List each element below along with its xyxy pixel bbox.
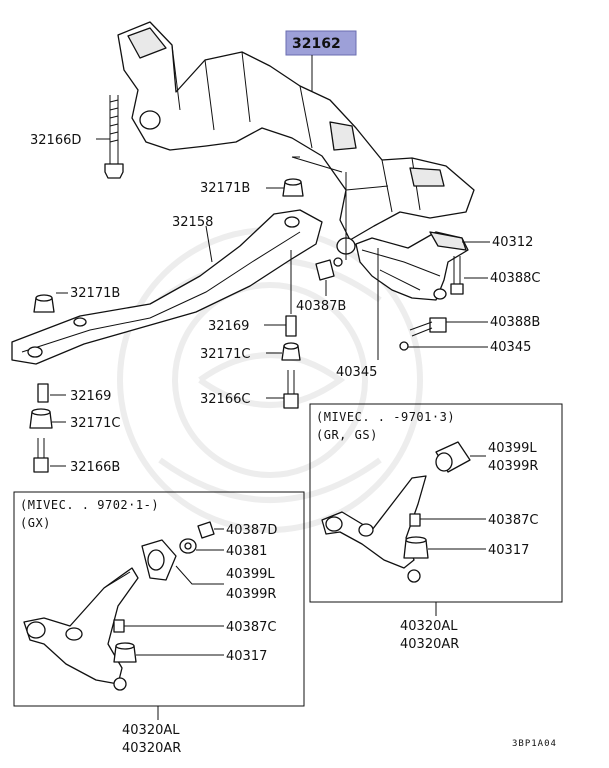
bushing-32171b-left[interactable] <box>33 294 55 313</box>
label-40381-left[interactable]: 40381 <box>226 544 267 559</box>
stopper-40317-right[interactable] <box>403 536 429 559</box>
bushing-32171c-center[interactable] <box>281 342 301 361</box>
collar-32169-center[interactable] <box>285 315 297 337</box>
collar-32169-left[interactable] <box>37 383 49 403</box>
label-40387d-left[interactable]: 40387D <box>226 523 277 538</box>
bushing-40399-left[interactable] <box>141 539 177 581</box>
label-40312[interactable]: 40312 <box>492 235 533 250</box>
ball-joint-left[interactable] <box>113 677 127 691</box>
diagram-code: 3BP1A04 <box>512 739 557 749</box>
label-40388c[interactable]: 40388C <box>490 271 540 286</box>
bolt-40388c[interactable] <box>450 256 464 295</box>
label-40399r-left[interactable]: 40399R <box>226 587 276 602</box>
label-40320ar-left[interactable]: 40320AR <box>122 741 181 756</box>
label-40317-left[interactable]: 40317 <box>226 649 267 664</box>
lower-arm-right[interactable] <box>321 475 427 569</box>
label-32171b-left[interactable]: 32171B <box>70 286 120 301</box>
label-40387c-right[interactable]: 40387C <box>488 513 538 528</box>
label-32169-center[interactable]: 32169 <box>208 319 249 334</box>
bolt-40388b[interactable] <box>409 317 447 337</box>
nut-40387d-left[interactable] <box>197 521 215 539</box>
label-32171c-center[interactable]: 32171C <box>200 347 250 362</box>
bolt-32166c[interactable] <box>283 370 299 409</box>
note-right-line2: (GR, GS) <box>316 428 378 442</box>
nut-40387b[interactable] <box>315 257 343 281</box>
crossmember-bar-32158[interactable] <box>11 209 323 365</box>
label-40345-right[interactable]: 40345 <box>490 340 531 355</box>
label-32169-left[interactable]: 32169 <box>70 389 111 404</box>
highlight-box-32162 <box>285 30 357 56</box>
label-40387c-left[interactable]: 40387C <box>226 620 276 635</box>
lower-arm-left[interactable] <box>23 567 139 685</box>
bushing-40399-right[interactable] <box>435 441 471 473</box>
label-40399r-right[interactable]: 40399R <box>488 459 538 474</box>
label-32171c-left[interactable]: 32171C <box>70 416 120 431</box>
bushing-40387c-right[interactable] <box>409 513 421 527</box>
label-32158[interactable]: 32158 <box>172 215 213 230</box>
label-40388b[interactable]: 40388B <box>490 315 540 330</box>
label-32166d[interactable]: 32166D <box>30 133 81 148</box>
stopper-40317-left[interactable] <box>113 642 137 663</box>
bolt-32166d[interactable] <box>104 95 124 179</box>
note-left-line1: (MIVEC. . 9702·1-) <box>20 498 159 512</box>
label-40317-right[interactable]: 40317 <box>488 543 529 558</box>
bushing-32171c-left[interactable] <box>29 408 53 429</box>
ball-joint-right[interactable] <box>407 569 421 583</box>
label-32166b[interactable]: 32166B <box>70 460 120 475</box>
label-32162[interactable]: 32162 <box>292 36 341 52</box>
variant-box-left <box>13 491 305 707</box>
washer-40381-left[interactable] <box>179 538 197 554</box>
label-40399l-left[interactable]: 40399L <box>226 567 275 582</box>
label-40320al-left[interactable]: 40320AL <box>122 723 180 738</box>
label-32171b-top[interactable]: 32171B <box>200 181 250 196</box>
bushing-40387c-left[interactable] <box>113 619 125 633</box>
washer-40345-right[interactable] <box>399 341 409 351</box>
bushing-32171b-top[interactable] <box>282 178 304 197</box>
label-40387b[interactable]: 40387B <box>296 299 346 314</box>
note-left-line2: (GX) <box>20 516 51 530</box>
bolt-32166b[interactable] <box>33 438 49 473</box>
label-40345-center[interactable]: 40345 <box>336 365 377 380</box>
lower-arm-assembly-top[interactable] <box>355 231 469 301</box>
label-40399l-right[interactable]: 40399L <box>488 441 537 456</box>
label-40320ar-right[interactable]: 40320AR <box>400 637 459 652</box>
front-crossmember-32162[interactable] <box>117 21 475 255</box>
note-right-line1: (MIVEC. . -9701·3) <box>316 410 455 424</box>
label-32166c[interactable]: 32166C <box>200 392 250 407</box>
label-40320al-right[interactable]: 40320AL <box>400 619 458 634</box>
